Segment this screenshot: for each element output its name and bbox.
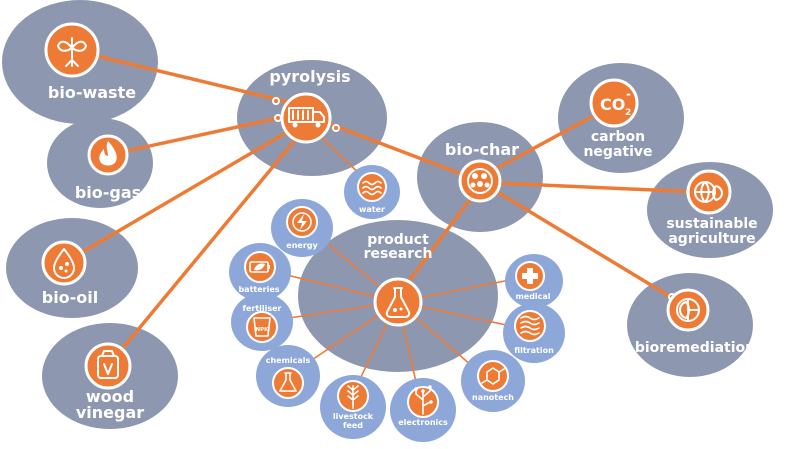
globe-half-leaf-icon <box>676 298 700 322</box>
svg-text:2: 2 <box>625 108 631 118</box>
waves-icon <box>362 180 382 196</box>
edge-wood-vinegar-pyrolysis <box>106 132 302 368</box>
electronics-icon-hub <box>407 385 439 418</box>
bio-waste-icon-hub <box>44 22 100 78</box>
carbon-negative-label-line2: negative <box>583 144 652 160</box>
edge-bio-char-product-research <box>396 184 482 298</box>
filtration-label: filtration <box>514 346 554 355</box>
svg-text:NPK: NPK <box>256 327 270 333</box>
edge-bio-char-carbon-negative <box>488 106 610 174</box>
electronics-label: electronics <box>398 418 448 427</box>
energy-icon-hub <box>286 206 318 238</box>
fertiliser-label: fertiliser <box>242 304 281 313</box>
nanotech-label: nanotech <box>472 393 514 402</box>
medical-label: medical <box>515 292 550 301</box>
livestock-feed-label-line2: feed <box>343 421 363 430</box>
bioremediation-label: bioremediation <box>635 340 755 356</box>
battery-leaf-icon <box>249 261 270 273</box>
livestock-feed-label-line1: livestock <box>333 412 374 421</box>
product-research-icon-hub <box>373 277 423 327</box>
chemicals-icon-hub <box>272 367 304 399</box>
edge-bio-char-sustainable-agriculture <box>496 181 700 194</box>
circuit-tree-icon <box>414 385 433 415</box>
edge-bio-char-bioremediation <box>492 188 686 307</box>
filtration-icon-hub <box>514 310 546 342</box>
plant-roots-icon <box>57 37 87 67</box>
sustainable-agriculture-label-line2: agriculture <box>668 231 755 247</box>
lightning-icon <box>292 212 312 232</box>
water-icon-hub <box>357 172 387 202</box>
bio-oil-icon-hub <box>41 240 87 286</box>
nanotech-icon-hub <box>477 360 509 392</box>
svg-text:CO: CO <box>600 95 625 114</box>
carbon-negative-label-line1: carbon <box>591 129 645 145</box>
edge-bio-oil-pyrolysis <box>62 126 296 265</box>
char-pellets-icon <box>467 168 493 194</box>
jerrycan-icon <box>97 350 119 379</box>
globe-leaf-icon <box>694 181 723 203</box>
fertiliser-icon-hub: NPK <box>246 311 278 343</box>
bio-oil-label: bio-oil <box>42 288 99 307</box>
flask-icon <box>385 287 411 318</box>
beaker-icon <box>279 372 297 392</box>
product-research-label-line1: product <box>367 232 429 248</box>
edge-bio-waste-pyrolysis <box>78 50 290 104</box>
wheat-icon <box>347 385 359 409</box>
medical-icon-hub <box>515 261 545 291</box>
bioremediation-icon-hub <box>666 288 710 332</box>
water-label: water <box>359 205 385 214</box>
sustainable-agriculture-label-line1: sustainable <box>666 216 757 232</box>
carbon-negative-icon-hub: CO 2 - <box>589 78 639 128</box>
bio-waste-label: bio-waste <box>48 83 136 102</box>
livestock-feed-icon-hub <box>337 380 369 412</box>
pyrolysis-label: pyrolysis <box>269 67 350 86</box>
bio-gas-icon-hub <box>87 134 129 176</box>
truck-icon <box>288 107 325 128</box>
edge-bio-gas-pyrolysis <box>106 114 290 157</box>
batteries-icon-hub <box>244 251 276 283</box>
filter-icon <box>520 315 540 336</box>
co2-icon: CO 2 - <box>600 87 631 118</box>
energy-label: energy <box>286 241 318 250</box>
fertiliser-bag-icon: NPK <box>253 317 271 337</box>
wood-vinegar-label-line2: vinegar <box>76 403 144 422</box>
svg-text:-: - <box>626 87 631 101</box>
bio-char-label: bio-char <box>445 140 519 159</box>
product-research-label-line2: research <box>364 246 433 262</box>
molecule-icon <box>481 367 505 385</box>
wood-vinegar-icon-hub <box>84 342 132 390</box>
main-edges <box>62 50 700 368</box>
flame-icon <box>99 141 117 166</box>
sustainable-agriculture-icon-hub <box>686 169 732 215</box>
oil-drop-icon <box>53 248 75 279</box>
medical-cross-icon <box>522 268 538 284</box>
chemicals-label: chemicals <box>266 356 311 365</box>
pyrolysis-icon-hub <box>280 92 332 144</box>
edge-pyrolysis-bio-char <box>328 122 484 184</box>
wood-vinegar-label-line1: wood <box>86 387 134 406</box>
bio-char-icon-hub <box>458 159 502 203</box>
batteries-label: batteries <box>238 285 279 294</box>
bio-gas-label: bio-gas <box>75 183 141 202</box>
